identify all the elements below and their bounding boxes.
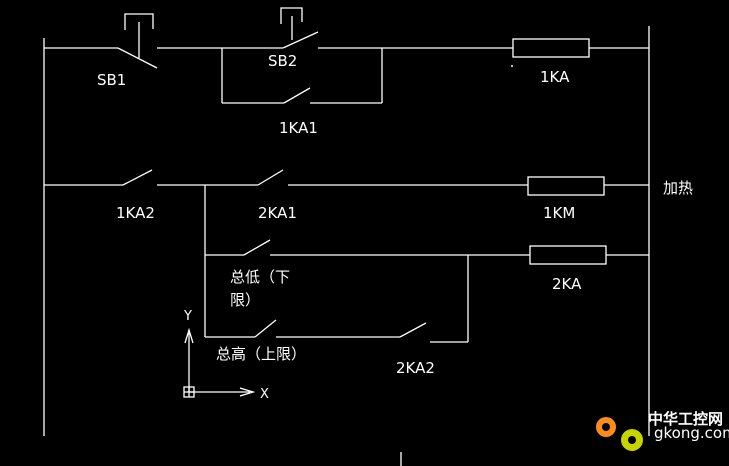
sb2-blade [282,31,319,49]
label-sb1: SB1 [97,71,126,89]
coil-1km [527,176,605,196]
label-2ka2: 2KA2 [396,359,435,377]
label-2ka: 2KA [552,275,582,293]
x-axis-arrow [239,387,256,397]
rung-4: 总高（上限） 2KA2 [205,319,468,377]
coil-2ka [529,245,607,265]
sb1-blade [117,47,158,69]
low-switch-blade [243,239,271,256]
gear-icon-hole [602,423,610,431]
label-1ka: 1KA [540,68,570,86]
label-high-switch: 总高（上限） [216,345,306,363]
watermark-text: 中华工控网 [648,410,723,428]
y-axis-arrow [184,327,194,344]
y-axis-label: Y [183,309,192,324]
sb1-pushbutton-icon [124,13,154,30]
watermark-logo: 中华工控网 gkong.com [596,410,729,451]
2ka2-blade [399,322,427,338]
1ka2-blade [122,169,153,186]
coil-1ka [512,38,590,58]
label-low-switch-2: 限） [230,291,260,309]
stray-dot [511,65,513,67]
label-1ka1: 1KA1 [279,119,318,137]
label-sb2: SB2 [268,52,297,70]
label-1km: 1KM [543,204,575,222]
label-low-switch-1: 总低（下 [230,268,290,286]
x-axis-label: X [260,387,269,402]
ucs-axis-icon: Y X [183,309,269,402]
rung-1: SB1 SB2 1KA 1KA1 [44,7,649,137]
watermark-url: gkong.com [654,424,729,442]
2ka1-blade [257,169,284,186]
label-2ka1: 2KA1 [258,204,297,222]
label-1ka2: 1KA2 [116,204,155,222]
sb2-pushbutton-icon [280,7,303,24]
label-heating: 加热 [663,179,693,197]
rung-3: 总低（下 限） 2KA [205,239,649,342]
high-switch-blade [254,319,277,338]
gear-icon-small-hole [628,436,636,444]
rung-2: 1KA2 2KA1 1KM 加热 [44,169,693,337]
1ka1-blade [283,87,311,104]
